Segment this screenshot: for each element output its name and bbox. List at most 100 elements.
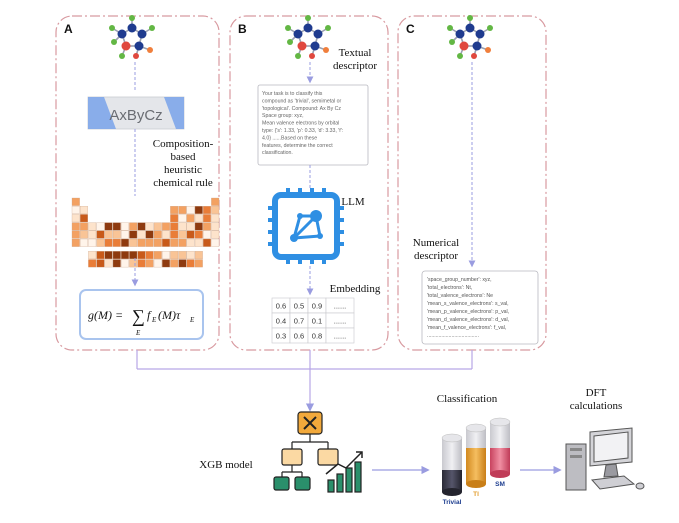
periodic-cell (186, 206, 195, 214)
periodic-cell (96, 238, 105, 247)
periodic-cell (178, 206, 187, 214)
molecule-icon (109, 15, 155, 59)
periodic-cell (129, 222, 138, 231)
periodic-cell (194, 238, 203, 247)
periodic-cell (129, 230, 138, 239)
embedding-label: Embedding (330, 283, 381, 295)
prompt-line: Your task is to classify this (262, 91, 323, 97)
periodic-cell (162, 251, 170, 260)
periodic-cell (162, 238, 170, 247)
periodic-cell (178, 222, 187, 231)
prompt-line: Space group: xyz, (262, 113, 304, 119)
periodic-cell (178, 259, 187, 268)
embedding-value: 0.6 (276, 302, 286, 311)
dict-line: 'total_valence_electrons': Ne (427, 293, 493, 299)
periodic-cell (137, 259, 146, 268)
periodic-cell (104, 259, 113, 268)
periodic-cell (211, 206, 220, 214)
svg-text:DFT: DFT (586, 387, 607, 399)
periodic-cell (203, 230, 211, 239)
periodic-cell (88, 259, 97, 268)
periodic-cell (112, 238, 121, 247)
periodic-cell (121, 222, 129, 231)
periodic-cell (121, 230, 129, 239)
periodic-cell (71, 214, 80, 223)
dict-line: 'total_electrons': Nt, (427, 285, 472, 291)
periodic-cell (121, 259, 129, 268)
panel-b-letter: B (238, 22, 247, 36)
periodic-cell (137, 251, 146, 260)
llm-chip-icon (268, 188, 344, 264)
periodic-cell (96, 230, 105, 239)
prompt-line: type: {'s': 1.33, 'p': 0.33, 'd': 3.33, … (262, 128, 343, 134)
svg-text:based: based (170, 151, 196, 163)
periodic-cell (170, 238, 179, 247)
embedding-value: 0.9 (312, 302, 322, 311)
llm-label: LLM (341, 196, 364, 208)
svg-text:E: E (151, 316, 157, 324)
periodic-cell (71, 230, 80, 239)
rule-label: Composition- based heuristic chemical ru… (153, 138, 214, 189)
periodic-cell (96, 222, 105, 231)
periodic-cell (145, 238, 154, 247)
dict-line: 'mean_s_valence_electrons': s_val, (427, 301, 509, 307)
dict-line: 'space_group_number': xyz, (427, 277, 492, 283)
embedding-value: ...... (334, 317, 347, 326)
periodic-cell (71, 222, 80, 231)
periodic-cell (194, 230, 203, 239)
periodic-cell (112, 230, 121, 239)
svg-text:E: E (135, 329, 141, 337)
dict-line: 'mean_f_valence_electrons': f_val, (427, 325, 506, 331)
prompt-line: 4.0} ......Based on these (262, 135, 317, 141)
periodic-cell (186, 259, 195, 268)
periodic-cell (178, 230, 187, 239)
svg-text:heuristic: heuristic (164, 164, 202, 176)
periodic-cell (153, 222, 162, 231)
xgb-tree-icon (273, 411, 363, 493)
periodic-cell (96, 251, 105, 260)
periodic-cell (178, 251, 187, 260)
periodic-cell (162, 259, 170, 268)
svg-text:E: E (189, 316, 195, 324)
periodic-cell (121, 251, 129, 260)
svg-text:Textual: Textual (339, 47, 372, 59)
periodic-cell (170, 214, 179, 223)
periodic-cell (71, 206, 80, 214)
svg-text:calculations: calculations (570, 400, 623, 412)
svg-text:f: f (147, 308, 152, 322)
periodic-cell (112, 259, 121, 268)
dict-line: .................................... (427, 333, 479, 339)
periodic-cell (153, 238, 162, 247)
xgb-model-label: XGB model (199, 459, 252, 471)
periodic-cell (153, 230, 162, 239)
dict-line: 'mean_d_valence_electrons': d_val, (427, 317, 509, 323)
periodic-cell (194, 259, 203, 268)
periodic-cell (178, 214, 187, 223)
periodic-cell (203, 222, 211, 231)
periodic-cell (137, 238, 146, 247)
molecule-icon (447, 15, 493, 59)
embedding-value: 0.1 (312, 317, 322, 326)
periodic-cell (129, 238, 138, 247)
periodic-cell (137, 222, 146, 231)
composition-chip: AxByCz (87, 96, 185, 130)
periodic-cell (88, 251, 97, 260)
periodic-cell (145, 222, 154, 231)
embedding-value: 0.3 (276, 332, 286, 341)
merge-connector (136, 350, 473, 412)
periodic-cell (121, 238, 129, 247)
periodic-cell (129, 251, 138, 260)
periodic-cell (88, 222, 97, 231)
svg-text:∑: ∑ (132, 306, 145, 326)
periodic-cell (104, 222, 113, 231)
periodic-cell (88, 230, 97, 239)
classification-label: Classification (437, 393, 498, 405)
periodic-cell (170, 206, 179, 214)
panel-c-letter: C (406, 22, 415, 36)
periodic-cell (112, 251, 121, 260)
periodic-cell (88, 238, 97, 247)
periodic-cell (203, 214, 211, 223)
embedding-value: 0.7 (294, 317, 304, 326)
dict-line: 'mean_p_valence_electrons': p_val, (427, 309, 509, 315)
molecule-icon (285, 15, 331, 59)
